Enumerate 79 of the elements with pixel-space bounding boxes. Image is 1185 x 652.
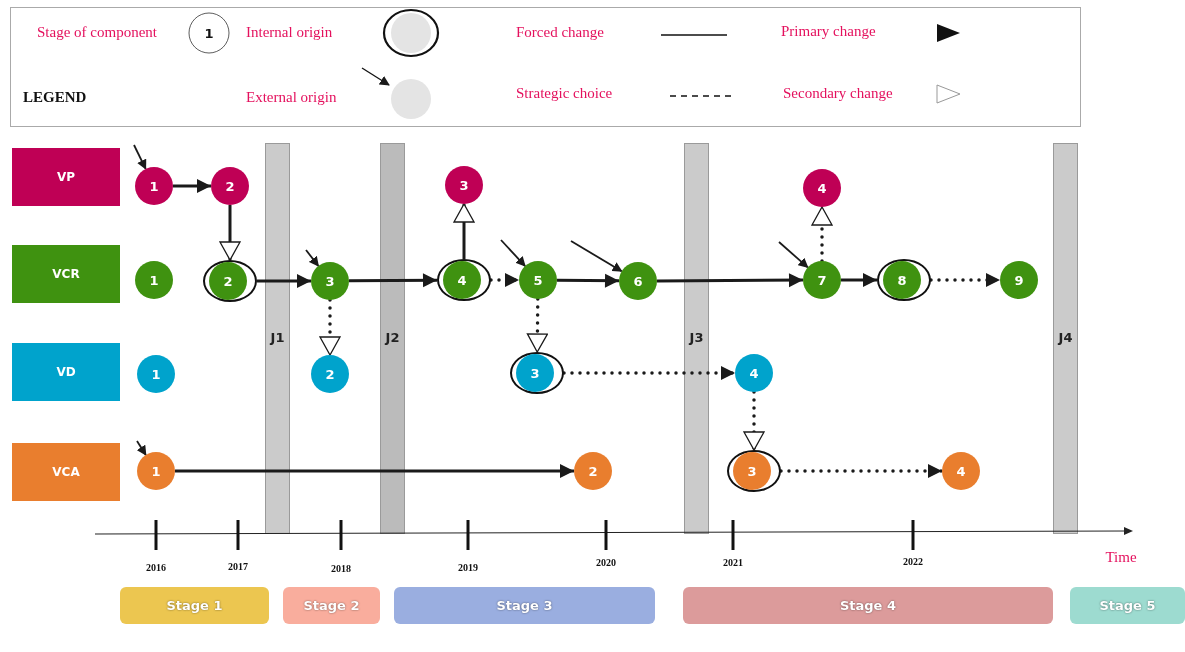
arrow bbox=[557, 273, 619, 288]
stage-circle: 2 bbox=[209, 262, 247, 300]
dotted-arrow bbox=[811, 205, 833, 263]
stage-circle: 2 bbox=[211, 167, 249, 205]
row-header: VCA bbox=[12, 443, 120, 501]
origin-ring bbox=[437, 259, 491, 301]
year-label: 2016 bbox=[146, 561, 166, 573]
arrow bbox=[349, 273, 437, 288]
origin-ring bbox=[727, 450, 781, 492]
dotted-arrow bbox=[779, 464, 944, 478]
origin-arrow bbox=[570, 240, 623, 273]
stage-circle: 3 bbox=[516, 354, 554, 392]
stage-circle: 3 bbox=[445, 166, 483, 204]
origin-ring bbox=[510, 352, 564, 394]
arrow bbox=[453, 203, 475, 259]
year-label: 2021 bbox=[723, 556, 743, 568]
legend-text: Secondary change bbox=[783, 84, 893, 102]
stage-circle: 8 bbox=[883, 261, 921, 299]
stage-circle: 1 bbox=[135, 167, 173, 205]
row-header: VD bbox=[12, 343, 120, 401]
dotted-arrow bbox=[929, 273, 1002, 287]
arrow bbox=[257, 274, 311, 288]
stage-circle: 4 bbox=[942, 452, 980, 490]
origin-arrow bbox=[778, 241, 809, 269]
legend-text: Stage of component bbox=[37, 23, 157, 41]
row-header: VP bbox=[12, 148, 120, 206]
stage-circle: 3 bbox=[733, 452, 771, 490]
legend-text: Forced change bbox=[516, 23, 604, 41]
arrow bbox=[173, 179, 211, 193]
stage-circle: 1 bbox=[135, 261, 173, 299]
juncture-label: J4 bbox=[1058, 329, 1073, 345]
stage-circle: 2 bbox=[574, 452, 612, 490]
arrow bbox=[657, 273, 803, 288]
origin-arrow bbox=[136, 440, 147, 456]
legend-sample-number: 1 bbox=[204, 25, 214, 41]
legend-text: External origin bbox=[246, 88, 337, 106]
stage-circle: 4 bbox=[443, 261, 481, 299]
year-label: 2019 bbox=[458, 561, 478, 573]
arrow bbox=[175, 464, 574, 478]
row-header: VCR bbox=[12, 245, 120, 303]
stage-circle: 7 bbox=[803, 261, 841, 299]
origin-arrow bbox=[305, 249, 320, 267]
stage-circle: 3 bbox=[311, 262, 349, 300]
axis-title: Time bbox=[1105, 548, 1137, 566]
legend-text: Internal origin bbox=[246, 23, 333, 41]
stage-circle: 1 bbox=[137, 452, 175, 490]
stage-band: Stage 4 bbox=[683, 587, 1053, 624]
year-label: 2018 bbox=[331, 562, 351, 574]
stage-band: Stage 1 bbox=[120, 587, 269, 624]
juncture-label: J2 bbox=[385, 329, 400, 345]
stage-band: Stage 3 bbox=[394, 587, 655, 624]
stage-band: Stage 5 bbox=[1070, 587, 1185, 624]
stage-circle: 9 bbox=[1000, 261, 1038, 299]
origin-ring bbox=[877, 259, 931, 301]
stage-circle: 6 bbox=[619, 262, 657, 300]
legend-text: Strategic choice bbox=[516, 84, 613, 102]
origin-arrow bbox=[133, 144, 147, 170]
legend-heading: LEGEND bbox=[23, 88, 87, 106]
juncture-label: J3 bbox=[689, 329, 704, 345]
stage-circle: 4 bbox=[735, 354, 773, 392]
juncture-label: J1 bbox=[270, 329, 285, 345]
stage-circle: 1 bbox=[137, 355, 175, 393]
origin-ring bbox=[203, 260, 257, 302]
origin-arrow bbox=[500, 239, 526, 267]
dotted-arrow bbox=[743, 390, 765, 452]
dotted-arrow bbox=[562, 366, 737, 380]
dotted-arrow bbox=[526, 297, 549, 354]
stage-band: Stage 2 bbox=[283, 587, 380, 624]
year-label: 2020 bbox=[596, 556, 616, 568]
arrow bbox=[219, 205, 241, 261]
arrow bbox=[841, 273, 877, 287]
stage-circle: 5 bbox=[519, 261, 557, 299]
dotted-arrow bbox=[489, 273, 521, 287]
stage-circle: 2 bbox=[311, 355, 349, 393]
year-label: 2017 bbox=[228, 560, 248, 572]
legend-text: Primary change bbox=[781, 22, 876, 40]
dotted-arrow bbox=[319, 298, 341, 357]
stage-circle: 4 bbox=[803, 169, 841, 207]
year-label: 2022 bbox=[903, 555, 923, 567]
